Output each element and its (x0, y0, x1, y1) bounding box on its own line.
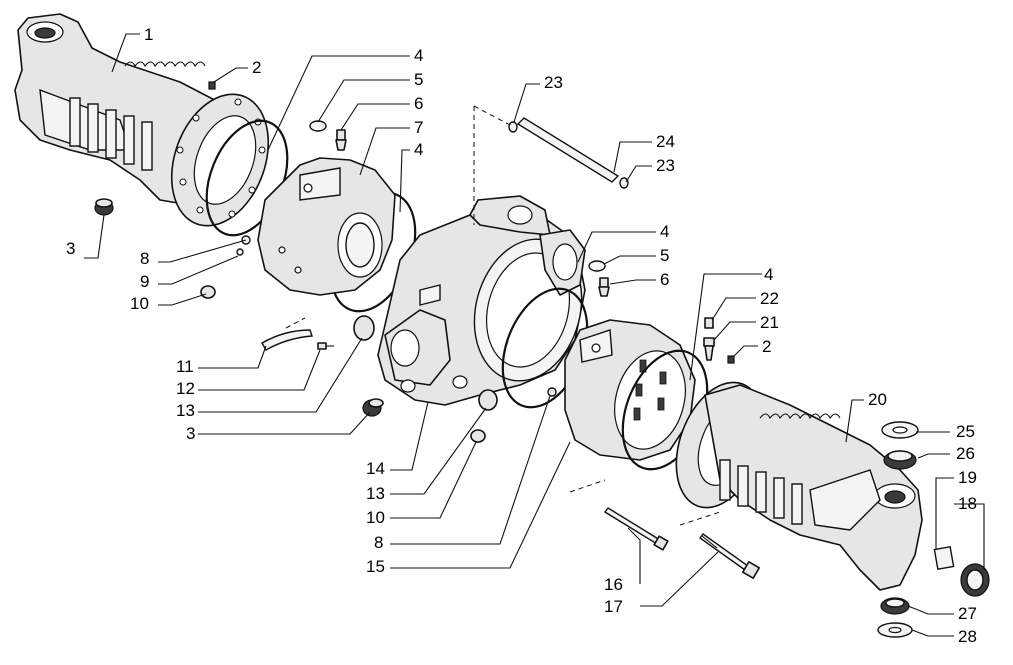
callout-16: 16 (604, 575, 623, 594)
central-diff-housing (377, 195, 586, 406)
callout-4: 4 (414, 46, 423, 65)
callout-2: 2 (762, 337, 771, 356)
callout-25: 25 (956, 422, 975, 441)
callout-22: 22 (760, 289, 779, 308)
left-housing-flange (170, 93, 270, 227)
callout-24: 24 (656, 132, 675, 151)
callout-9: 9 (140, 272, 149, 291)
plug-10-lower (470, 429, 486, 443)
right-axle-housing (704, 384, 923, 591)
callout-3: 3 (186, 424, 195, 443)
bolt-16 (603, 507, 669, 551)
bracket-11 (261, 329, 313, 351)
breather-3-lower (362, 398, 384, 417)
alignment-lines (285, 105, 721, 526)
ring-23-bottom (619, 177, 629, 189)
callout-20: 20 (868, 390, 887, 409)
callout-2: 2 (252, 58, 261, 77)
bolt-12 (317, 342, 334, 350)
bearing-26 (883, 450, 917, 470)
callout-4: 4 (764, 265, 773, 284)
fitting-6-right (598, 277, 610, 297)
callout-17: 17 (604, 597, 623, 616)
callout-5: 5 (414, 70, 423, 89)
bearing-27 (880, 597, 910, 615)
plug-2-right (727, 355, 735, 364)
pin-8-center (547, 387, 557, 397)
plug-10-left (200, 285, 216, 299)
bushing-19 (933, 545, 955, 571)
callout-5: 5 (660, 246, 669, 265)
callout-26: 26 (956, 444, 975, 463)
callout-7: 7 (414, 118, 423, 137)
callout-19: 19 (958, 468, 977, 487)
shaft-24 (516, 117, 620, 183)
callout-23: 23 (656, 156, 675, 175)
fitting-6-left (335, 129, 347, 151)
callout-labels: 1 2 3 4 5 6 7 4 8 9 10 11 12 13 3 14 13 … (66, 25, 977, 646)
left-diff-carrier-half (257, 157, 396, 296)
callout-1: 1 (144, 25, 153, 44)
callout-14: 14 (366, 459, 385, 478)
pin-9 (236, 248, 244, 256)
callout-21: 21 (760, 313, 779, 332)
callout-18: 18 (958, 494, 977, 513)
left-housing-ribs (69, 61, 206, 171)
callout-4: 4 (414, 140, 423, 159)
callout-8: 8 (140, 249, 149, 268)
callout-4: 4 (660, 222, 669, 241)
callout-27: 27 (958, 604, 977, 623)
seal-13-right (478, 389, 498, 411)
callout-12: 12 (176, 379, 195, 398)
callout-13: 13 (366, 484, 385, 503)
callout-13: 13 (176, 401, 195, 420)
breather-3-left (94, 198, 114, 216)
washer-5-right (588, 260, 606, 272)
callout-23: 23 (544, 73, 563, 92)
callout-15: 15 (366, 557, 385, 576)
callout-10: 10 (130, 294, 149, 313)
seal-18 (960, 563, 990, 597)
seal-13-left (353, 315, 375, 341)
callout-28: 28 (958, 627, 977, 646)
callout-11: 11 (176, 357, 194, 376)
callout-8: 8 (374, 533, 383, 552)
ring-23-top (508, 121, 518, 133)
leader-lines (84, 33, 985, 637)
washer-5-left (309, 120, 327, 132)
fitting-21 (703, 337, 715, 361)
callout-6: 6 (414, 94, 423, 113)
callout-3: 3 (66, 239, 75, 258)
callout-6: 6 (660, 270, 669, 289)
callout-10: 10 (366, 508, 385, 527)
bolt-17 (699, 533, 760, 579)
fitting-22 (704, 317, 714, 329)
right-housing-ribs (719, 413, 841, 525)
plug-2-left (208, 81, 216, 90)
right-diff-carrier-half (564, 319, 696, 461)
